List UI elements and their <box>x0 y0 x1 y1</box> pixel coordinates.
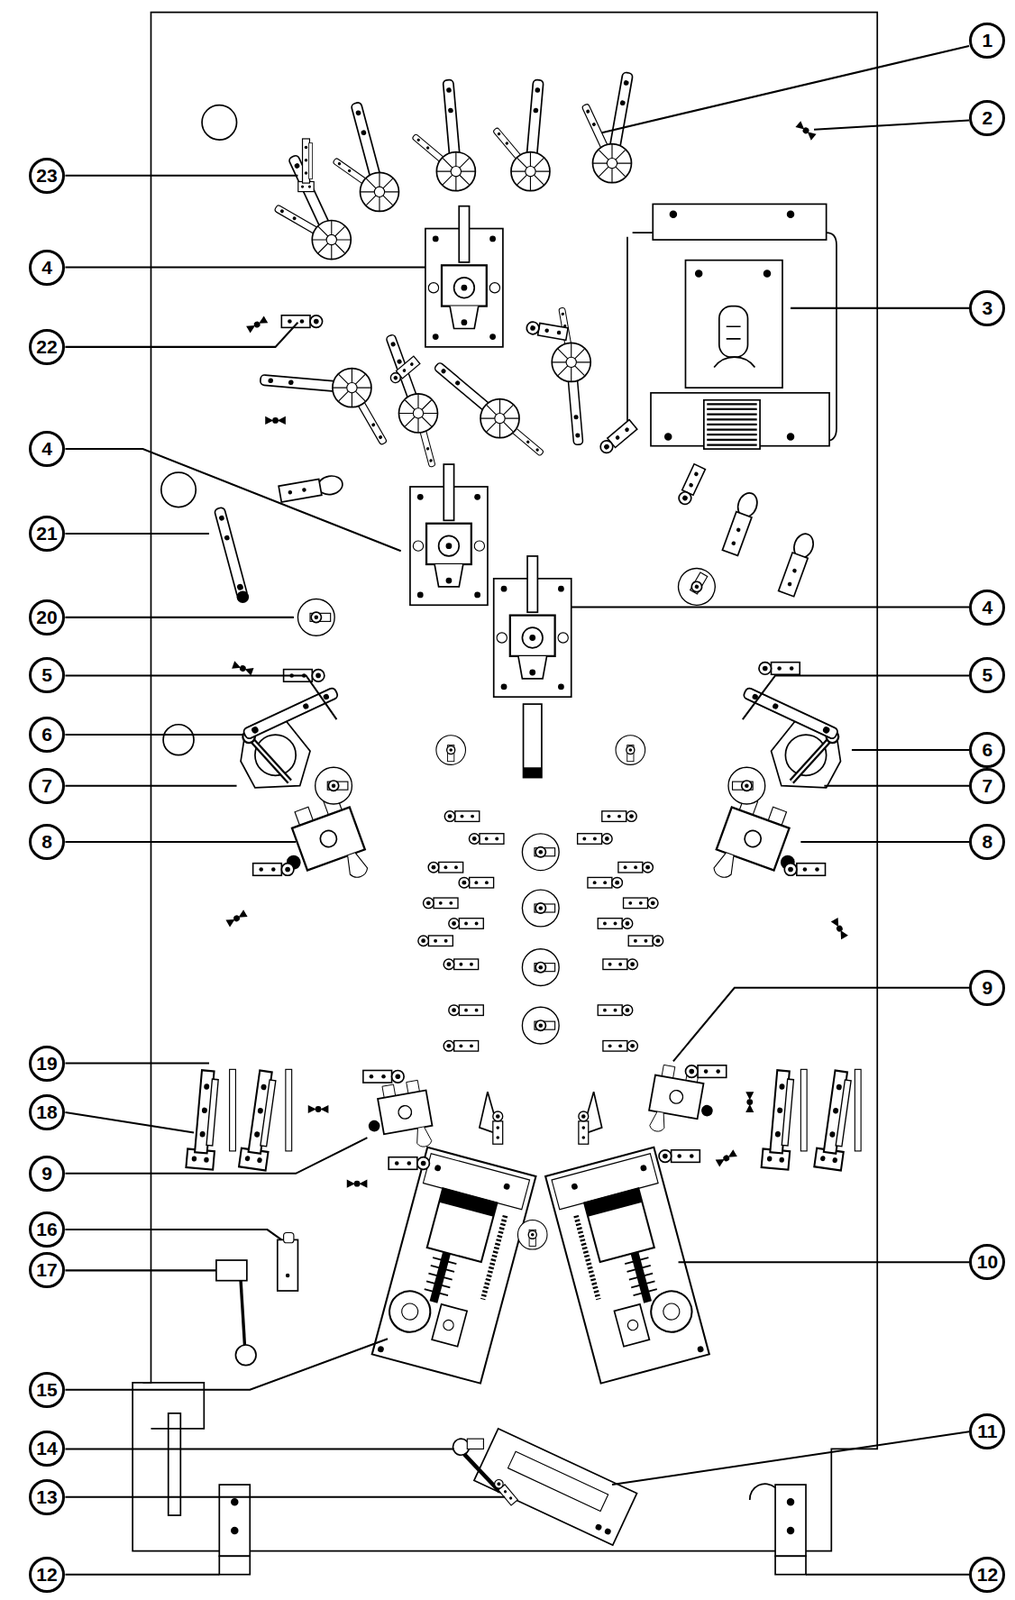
callout-number: 13 <box>28 1479 65 1516</box>
callout-number: 12 <box>28 1556 65 1593</box>
leader-lines <box>64 45 970 1575</box>
callout-number: 2 <box>969 100 1006 137</box>
callout-number: 6 <box>969 731 1006 769</box>
callout-number: 14 <box>28 1430 65 1467</box>
callout-number: 5 <box>28 657 65 694</box>
callout-number: 7 <box>28 768 65 805</box>
callout-number: 12 <box>969 1556 1006 1593</box>
callout-number: 23 <box>28 157 65 194</box>
callout-number: 16 <box>28 1211 65 1248</box>
callout-number: 3 <box>969 290 1006 327</box>
callout-number: 17 <box>28 1252 65 1289</box>
callout-number: 11 <box>969 1413 1006 1450</box>
callout-number: 4 <box>28 249 65 286</box>
switch-assemblies <box>185 72 861 1546</box>
board-outline <box>132 12 878 1575</box>
callout-number: 9 <box>969 969 1006 1006</box>
callout-number: 9 <box>28 1155 65 1192</box>
callout-number: 19 <box>28 1045 65 1082</box>
callout-number: 8 <box>28 823 65 860</box>
callout-number: 21 <box>28 515 65 552</box>
callout-number: 18 <box>28 1094 65 1131</box>
callout-number: 15 <box>28 1371 65 1409</box>
callout-number: 7 <box>969 768 1006 805</box>
callout-number: 5 <box>969 657 1006 694</box>
callout-number: 6 <box>28 716 65 753</box>
callout-number: 4 <box>969 589 1006 626</box>
callout-number: 4 <box>28 430 65 467</box>
callout-number: 20 <box>28 599 65 636</box>
callout-number: 8 <box>969 823 1006 860</box>
callout-number: 22 <box>28 329 65 366</box>
callout-number: 1 <box>969 22 1006 59</box>
callout-number: 10 <box>969 1243 1006 1281</box>
